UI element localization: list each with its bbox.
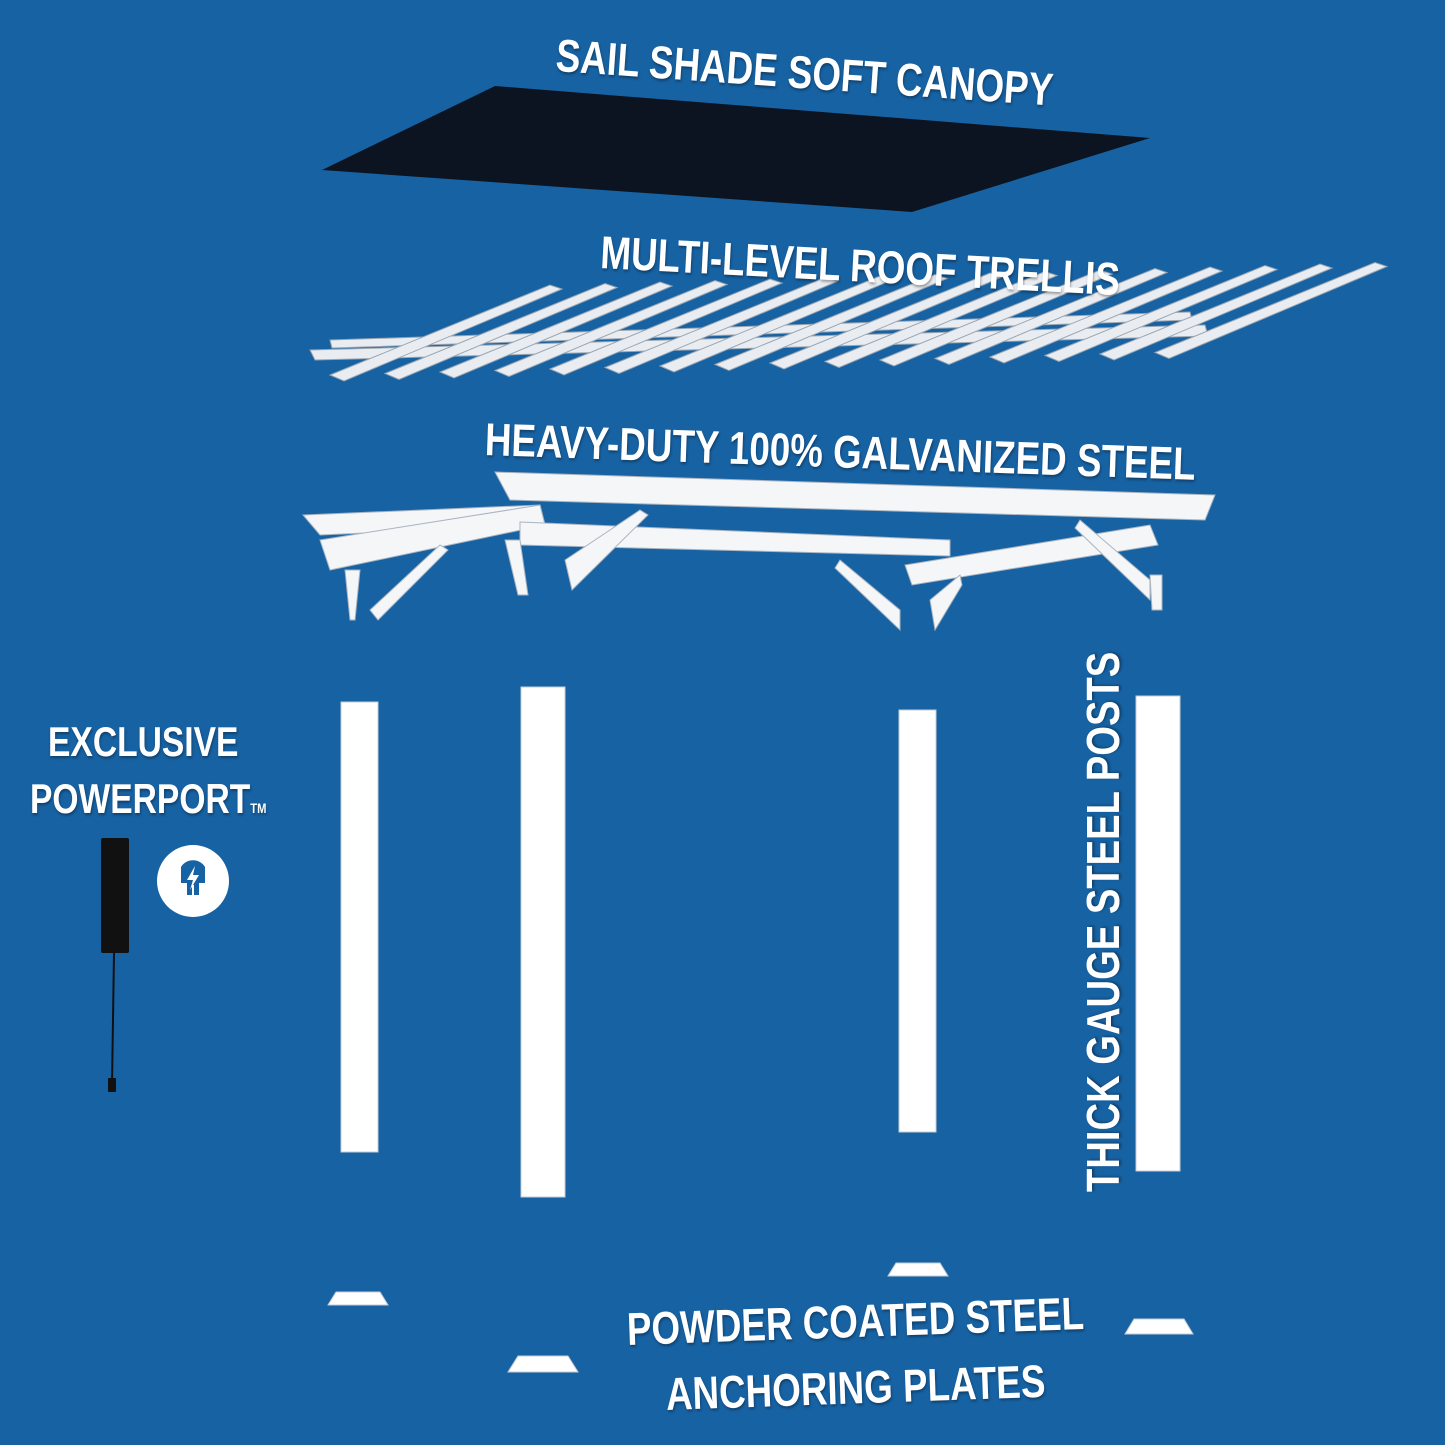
trellis-slat — [383, 282, 619, 381]
plate-1 — [327, 1291, 389, 1306]
trellis-slat — [768, 272, 1004, 370]
plate-2 — [507, 1355, 579, 1373]
label-powerport-1: EXCLUSIVE — [48, 718, 239, 765]
trellis-slat — [933, 267, 1169, 366]
trellis-slat — [1153, 261, 1389, 360]
post-4 — [1135, 695, 1181, 1172]
powerport-device — [101, 838, 129, 1092]
steel-posts — [340, 686, 1181, 1198]
trellis-slat — [548, 278, 784, 376]
trellis-slat — [658, 275, 894, 373]
trellis-slat — [493, 279, 729, 378]
trellis-slat — [603, 276, 839, 375]
trellis-slat — [988, 266, 1224, 364]
plate-3 — [887, 1262, 949, 1277]
post-3 — [898, 709, 937, 1133]
label-powerport-2: POWERPORTTM — [30, 775, 266, 823]
plate-4 — [1124, 1318, 1194, 1335]
galvanized-steel-frame — [301, 471, 1216, 632]
anchoring-plates — [327, 1262, 1194, 1373]
post-1 — [340, 701, 379, 1153]
power-plug-icon — [157, 845, 229, 917]
post-2 — [520, 686, 566, 1198]
trademark: TM — [250, 800, 267, 816]
trellis-slat — [1043, 264, 1279, 363]
powerport-text: POWERPORT — [30, 775, 251, 822]
trellis-slat — [328, 284, 564, 382]
trellis-slat — [878, 269, 1114, 367]
sail-shade-canopy — [322, 86, 1150, 212]
label-posts: THICK GAUGE STEEL POSTS — [1077, 651, 1129, 1192]
trellis-slat — [1098, 263, 1334, 361]
trellis-slat — [438, 281, 674, 379]
roof-trellis — [309, 261, 1389, 382]
trellis-slat — [713, 273, 949, 372]
trellis-slat — [823, 270, 1059, 369]
